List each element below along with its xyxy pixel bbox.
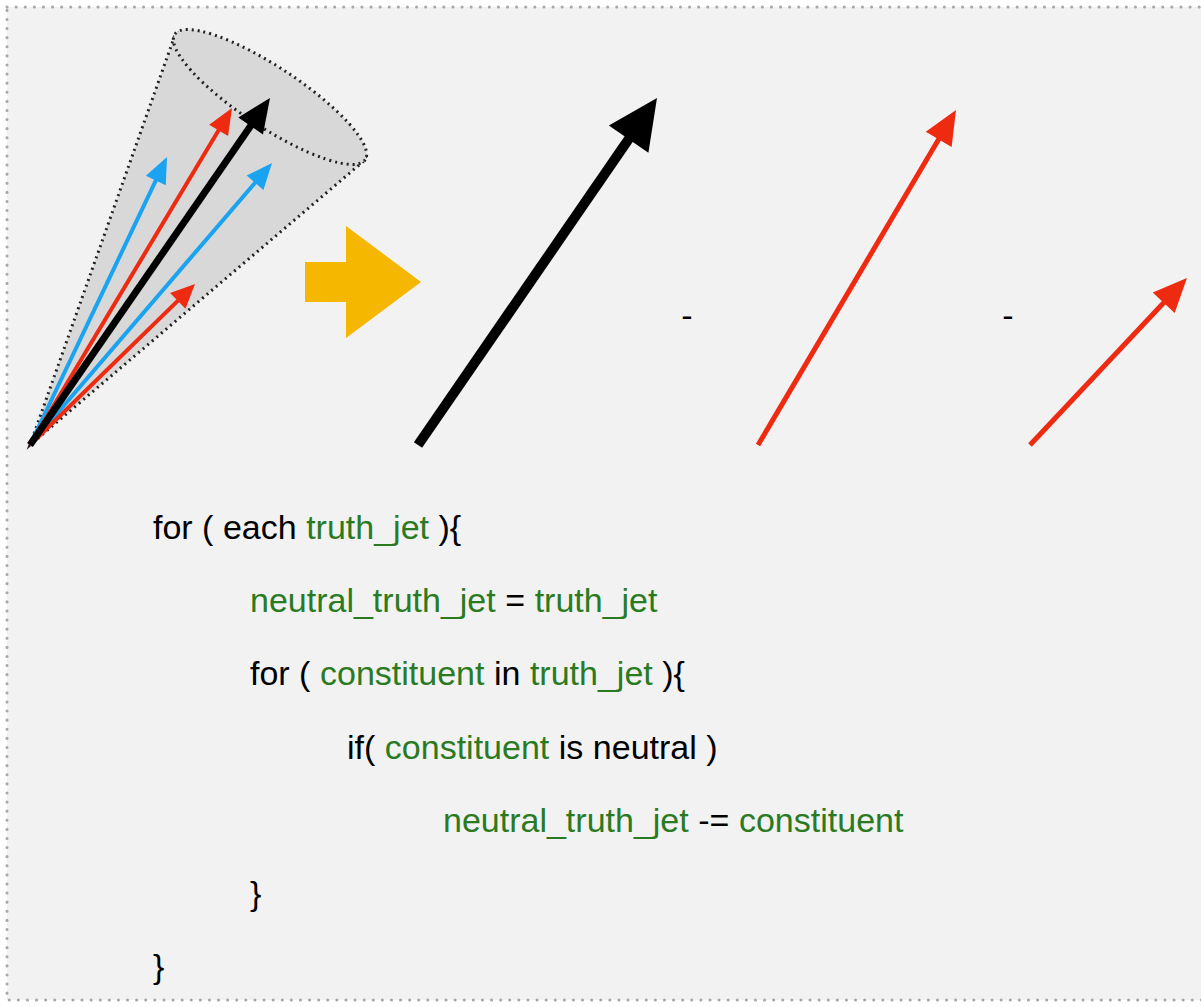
charged-particle-arrow (30, 284, 195, 445)
charged-particle-arrow-shaft (30, 299, 179, 445)
code-line: for (constituentintruth_jet){ (250, 653, 685, 693)
code-token: } (153, 946, 164, 986)
code-token: = (505, 580, 525, 620)
charged-vector-head (1153, 278, 1187, 313)
charged-particle-arrow (30, 108, 232, 445)
code-token: ){ (662, 653, 685, 693)
neutral-particle-arrow (30, 157, 167, 445)
code-token: if( (347, 727, 375, 767)
code-token: truth_jet (306, 507, 429, 547)
charged-vector-shaft (758, 138, 940, 445)
code-token: neutral_truth_jet (250, 580, 496, 620)
minus-sign: - (681, 295, 692, 335)
charged-vector (1030, 278, 1187, 445)
jet-vector (418, 98, 657, 445)
charged-particle-arrow-head (170, 284, 195, 309)
charged-particle-arrow-shaft (30, 129, 220, 445)
jet-arrow-shaft (30, 124, 252, 445)
code-line: } (250, 873, 261, 913)
charged-vector-shaft (1030, 301, 1165, 445)
code-token: truth_jet (535, 580, 658, 620)
neutral-particle-arrow-shaft (30, 179, 157, 445)
code-token: constituent (385, 727, 549, 767)
jet-vector-shaft (418, 138, 630, 445)
code-token: ){ (439, 507, 462, 547)
charged-vector (758, 110, 956, 445)
cone-rim (158, 9, 381, 184)
code-token: truth_jet (530, 653, 653, 693)
code-line: if( constituentis neutral ) (347, 727, 718, 767)
code-token: constituent (739, 800, 903, 840)
code-token: -= (698, 800, 729, 840)
charged-particle-arrow-head (209, 108, 232, 136)
yield-arrow (305, 226, 421, 338)
charged-vector-head (926, 110, 956, 147)
neutral-particle-arrow-shaft (30, 181, 256, 445)
jet-arrow-head (238, 98, 270, 134)
code-token: constituent (320, 653, 484, 693)
neutral-particle-arrow-head (146, 157, 167, 185)
code-line: neutral_truth_jet-=constituent (443, 800, 903, 840)
dotted-panel (7, 7, 1201, 1000)
code-token: for ( each (153, 507, 297, 547)
neutral-particle-arrow (30, 163, 272, 445)
jet-vector-head (609, 98, 657, 153)
code-token: for ( (250, 653, 310, 693)
minus-sign: - (1002, 295, 1013, 335)
code-token: neutral_truth_jet (443, 800, 689, 840)
code-token: is neutral ) (559, 727, 718, 767)
code-line: } (153, 946, 164, 986)
code-token: } (250, 873, 261, 913)
code-line: neutral_truth_jet=truth_jet (250, 580, 657, 620)
code-line: for ( eachtruth_jet){ (153, 507, 461, 547)
jet-arrow (30, 98, 270, 445)
neutral-particle-arrow-head (247, 163, 272, 190)
code-token: in (494, 653, 520, 693)
